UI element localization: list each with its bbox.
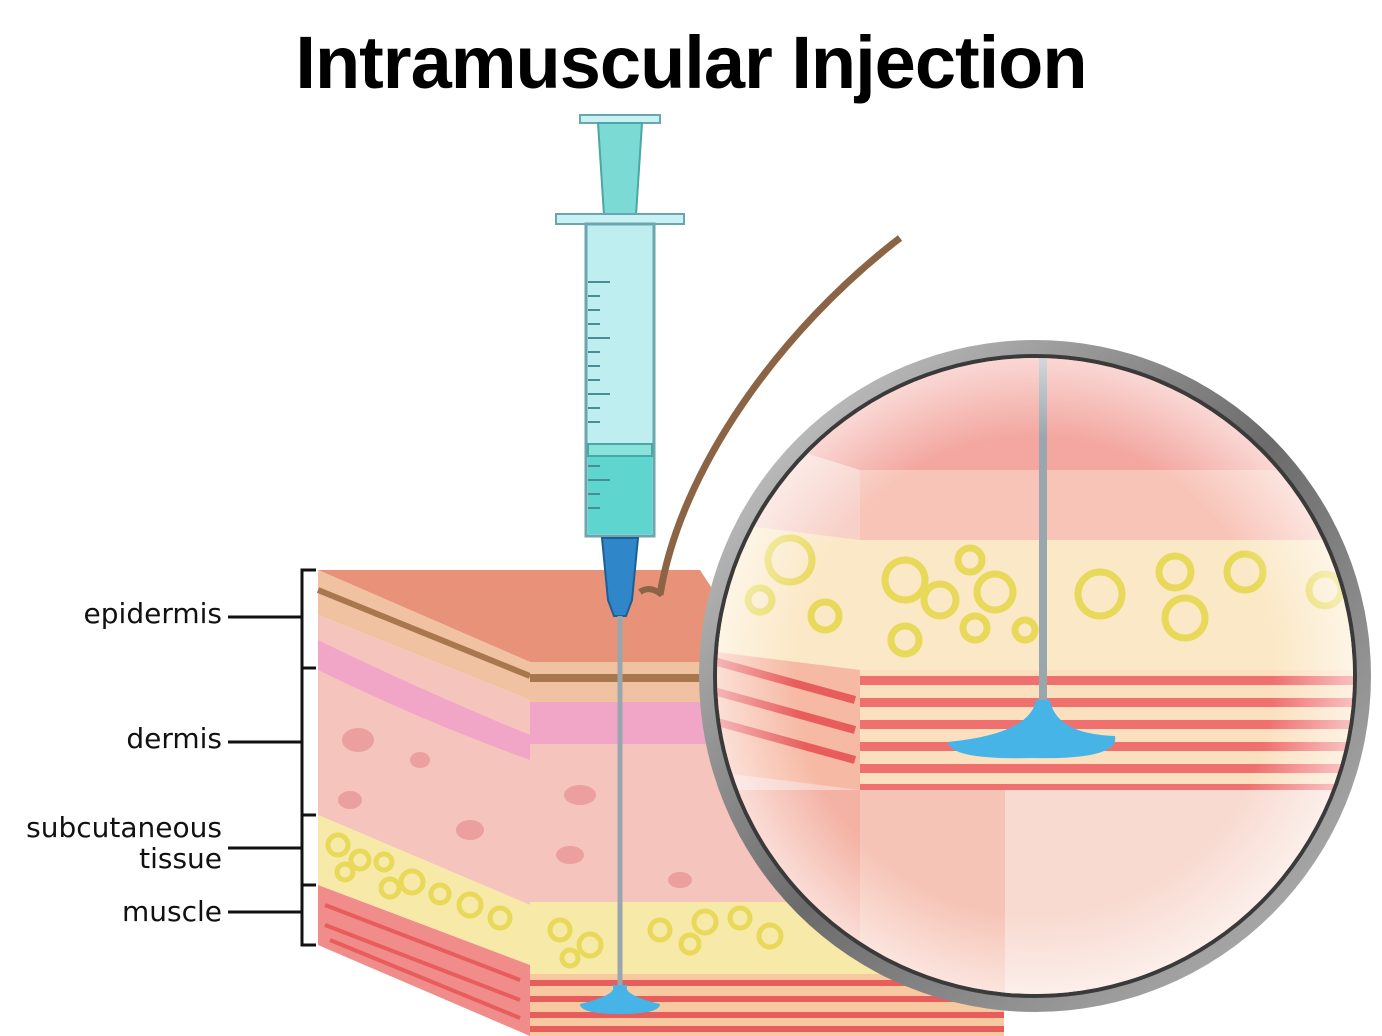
syringe-liquid — [588, 450, 652, 534]
label-dermis: dermis — [126, 723, 222, 754]
plunger-rod — [598, 123, 642, 215]
label-epidermis: epidermis — [84, 598, 222, 629]
label-muscle: muscle — [122, 896, 222, 927]
label-subcutaneous-line2: tissue — [139, 843, 222, 874]
label-subcutaneous-line1: subcutaneous — [26, 812, 222, 843]
plunger-top — [580, 115, 660, 123]
label-bracket — [228, 570, 316, 945]
